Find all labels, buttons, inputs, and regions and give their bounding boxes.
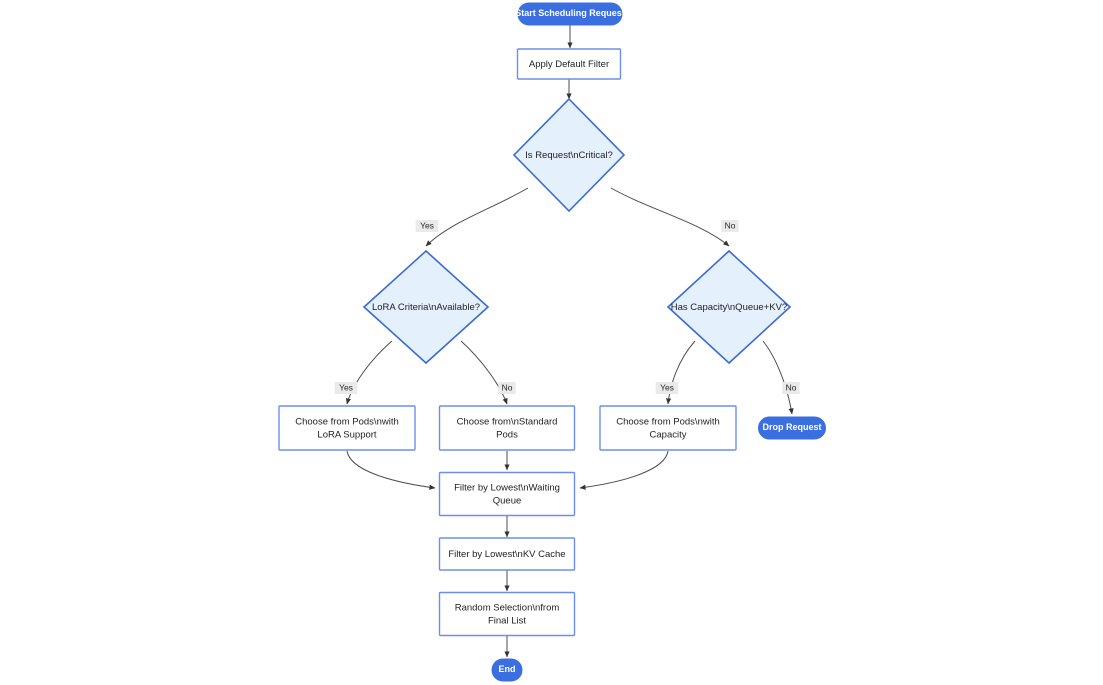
edge-lora_crit-to-pods_lora [345,340,393,405]
node-shape-diamond [666,249,792,365]
edge-is_critical-to-lora_crit [425,187,529,247]
edge-lora_crit-to-pods_std [460,340,508,405]
node-shape-rect [516,48,622,80]
node-has_capacity[interactable]: Has Capacity\nQueue+KV? [666,249,792,365]
node-filter_kv[interactable]: Filter by Lowest\nKV Cache [438,537,576,571]
edge-label-lora_crit-no: No [498,382,516,394]
edge-label-text: Yes [339,382,353,392]
node-label-apply_filter: Apply Default Filter [529,59,609,70]
node-label-has_capacity: Has Capacity\nQueue+KV? [671,302,787,313]
node-label-lora_crit: LoRA Criteria\nAvailable? [372,302,480,313]
node-end[interactable]: End [491,658,523,682]
node-shape-pill [758,416,826,440]
edges-layer [345,25,794,658]
edge-has_capacity-to-drop_request [762,340,794,415]
node-is_critical[interactable]: Is Request\nCritical? [512,97,626,213]
edge-label-text: No [725,220,736,230]
node-drop_request[interactable]: Drop Request [758,416,826,440]
edge-label-has_capacity-no: No [782,382,800,394]
node-label-end: End [499,664,516,674]
edge-label-lora_crit-yes: Yes [334,382,358,394]
node-shape-rect [278,405,416,451]
node-label-is_critical: Is Request\nCritical? [525,150,613,161]
node-label-filter_kv: Filter by Lowest\nKV Cache [448,549,565,560]
edge-label-background [498,382,516,394]
node-label-start: Start Scheduling Request [515,8,625,18]
node-lora_crit[interactable]: LoRA Criteria\nAvailable? [362,249,490,365]
edge-label-background [721,220,739,232]
edge-label-text: No [786,382,797,392]
node-shape-rect [438,471,576,517]
edge-label-is_critical-no: No [721,220,739,232]
edge-pods_lora-to-filter_queue [346,450,436,490]
node-shape-diamond [512,97,626,213]
edge-label-text: Yes [660,382,674,392]
edge-label-text: No [502,382,513,392]
node-shape-pill [491,658,523,682]
node-apply_filter[interactable]: Apply Default Filter [516,48,622,80]
node-shape-rect [438,405,576,451]
node-start[interactable]: Start Scheduling Request [515,2,625,26]
edge-is_critical-to-has_capacity [610,187,730,247]
edge-pods_cap-to-filter_queue [579,450,669,490]
node-shape-rect [599,405,737,451]
edge-label-text: Yes [420,220,434,230]
edge-label-is_critical-yes: Yes [415,220,439,232]
edge-label-background [415,220,439,232]
edge-label-background [782,382,800,394]
edge-label-background [655,382,679,394]
node-shape-pill [517,2,623,26]
edge-label-background [334,382,358,394]
node-shape-rect [438,591,576,637]
edge-has_capacity-to-pods_cap [666,340,696,405]
node-label-drop_request: Drop Request [762,422,821,432]
edge-label-has_capacity-yes: Yes [655,382,679,394]
node-shape-diamond [362,249,490,365]
node-shape-rect [438,537,576,571]
